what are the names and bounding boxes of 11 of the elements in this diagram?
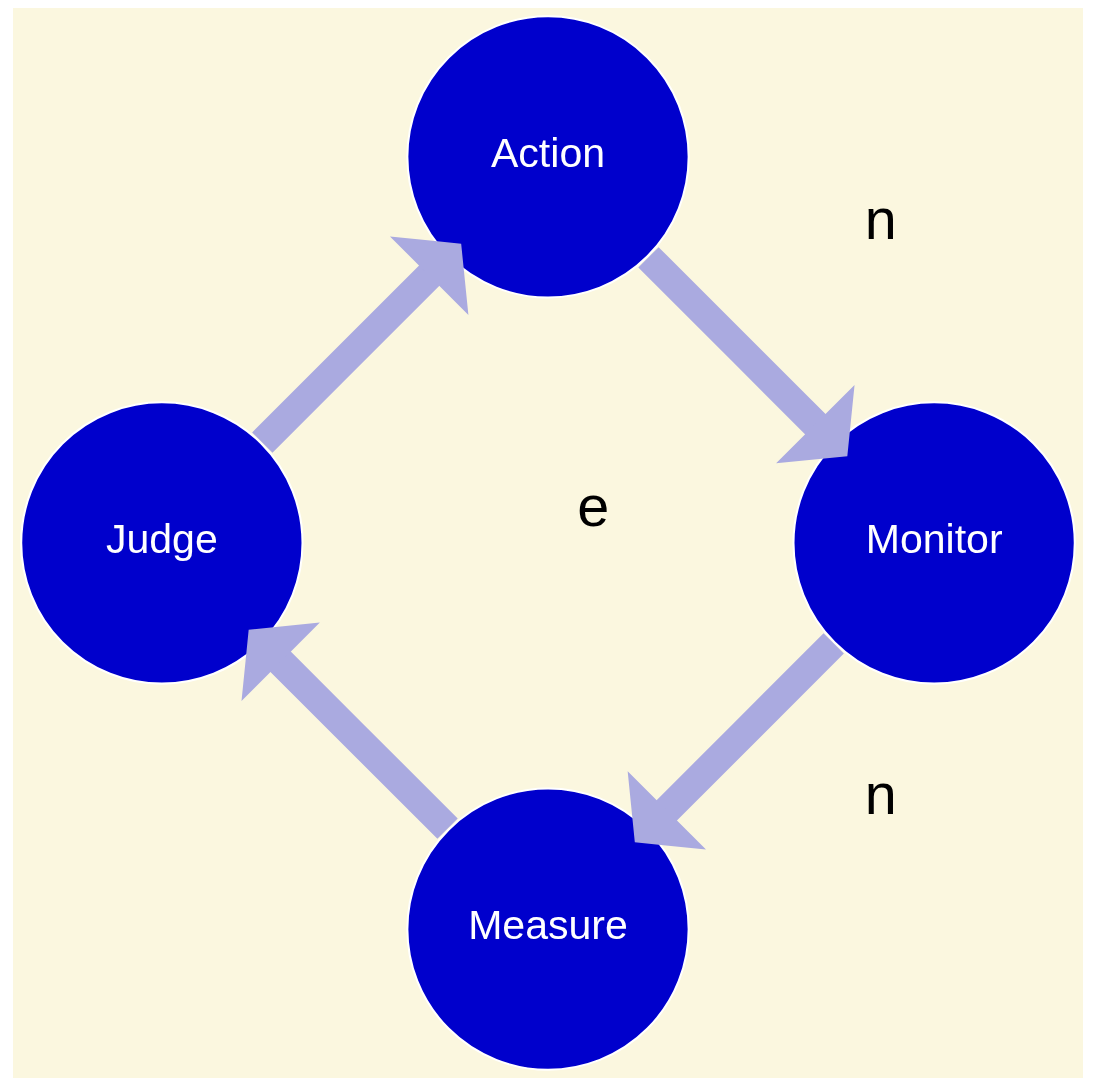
label: n	[864, 761, 897, 826]
node-circle: Monitor	[792, 401, 1076, 685]
node-circle: Action	[406, 15, 690, 299]
arrow	[638, 247, 855, 464]
arrow	[252, 236, 469, 453]
arrow	[627, 633, 844, 850]
label: e	[577, 474, 610, 539]
node-circle: Measure	[406, 787, 690, 1071]
node-circle: Judge	[20, 401, 304, 685]
label: n	[864, 186, 897, 251]
arrow	[241, 622, 458, 839]
